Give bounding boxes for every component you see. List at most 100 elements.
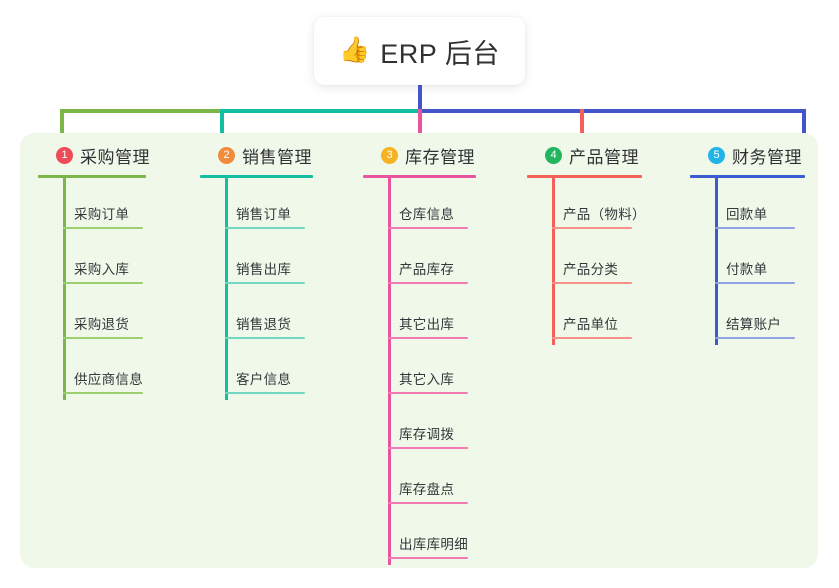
bus-blue bbox=[420, 109, 806, 113]
category-header-product[interactable]: 4 产品管理 bbox=[527, 140, 642, 170]
category-item[interactable]: 库存调拨 bbox=[363, 398, 476, 453]
bus-teal bbox=[220, 109, 420, 113]
category-item[interactable]: 回款单 bbox=[690, 178, 805, 233]
category-underline bbox=[527, 175, 642, 178]
category-item-underline bbox=[388, 392, 468, 394]
category-item-underline bbox=[388, 227, 468, 229]
category-item-underline bbox=[388, 557, 468, 559]
drop-4 bbox=[580, 109, 584, 140]
category-item[interactable]: 客户信息 bbox=[200, 343, 313, 398]
category-item-label: 产品分类 bbox=[563, 262, 619, 277]
root-stem-connector bbox=[418, 85, 422, 111]
category-item-underline bbox=[225, 392, 305, 394]
category-header-finance[interactable]: 5 财务管理 bbox=[690, 140, 805, 170]
category-item[interactable]: 产品单位 bbox=[527, 288, 642, 343]
category-item-label: 其它出库 bbox=[399, 317, 455, 332]
category-title: 产品管理 bbox=[569, 147, 639, 167]
category-item-label: 库存调拨 bbox=[399, 427, 455, 442]
category-item-label: 销售订单 bbox=[236, 207, 292, 222]
drop-2 bbox=[220, 109, 224, 140]
drop-5 bbox=[802, 109, 806, 140]
category-items-inventory: 仓库信息产品库存其它出库其它入库库存调拨库存盘点出库库明细 bbox=[363, 178, 476, 565]
category-item-underline bbox=[388, 282, 468, 284]
category-item-label: 采购入库 bbox=[74, 262, 130, 277]
category-item-label: 产品库存 bbox=[399, 262, 455, 277]
category-column-product: 4 产品管理产品（物料） 产品分类产品单位 bbox=[527, 140, 646, 345]
category-item[interactable]: 库存盘点 bbox=[363, 453, 476, 508]
category-item[interactable]: 采购订单 bbox=[38, 178, 150, 233]
category-number-badge: 2 bbox=[218, 146, 235, 164]
category-item-underline bbox=[715, 282, 795, 284]
category-items-purchase: 采购订单采购入库采购退货供应商信息 bbox=[38, 178, 150, 400]
category-item-underline bbox=[63, 337, 143, 339]
category-item[interactable]: 出库库明细 bbox=[363, 508, 476, 563]
categories-panel bbox=[20, 133, 818, 568]
category-item-label: 采购订单 bbox=[74, 207, 130, 222]
category-item-label: 客户信息 bbox=[236, 372, 292, 387]
category-item-underline bbox=[552, 227, 632, 229]
category-item-underline bbox=[715, 227, 795, 229]
category-item-label: 付款单 bbox=[726, 262, 768, 277]
category-item-underline bbox=[388, 502, 468, 504]
category-item-label: 采购退货 bbox=[74, 317, 130, 332]
root-node-content: 👍 ERP 后台 bbox=[339, 32, 500, 71]
category-item-label: 库存盘点 bbox=[399, 482, 455, 497]
category-underline bbox=[363, 175, 476, 178]
category-column-sales: 2 销售管理销售订单销售出库销售退货客户信息 bbox=[200, 140, 313, 400]
category-item-underline bbox=[63, 227, 143, 229]
category-number-badge: 5 bbox=[708, 146, 725, 164]
category-item[interactable]: 产品分类 bbox=[527, 233, 642, 288]
category-items-finance: 回款单付款单结算账户 bbox=[690, 178, 805, 345]
drop-1 bbox=[60, 109, 64, 140]
category-spine bbox=[63, 178, 66, 400]
category-item[interactable]: 仓库信息 bbox=[363, 178, 476, 233]
category-spine bbox=[552, 178, 555, 345]
category-item[interactable]: 采购退货 bbox=[38, 288, 150, 343]
category-spine bbox=[388, 178, 391, 565]
category-item[interactable]: 其它入库 bbox=[363, 343, 476, 398]
thumbs-up-icon: 👍 bbox=[339, 35, 371, 64]
bus-green bbox=[60, 109, 220, 113]
category-item-underline bbox=[388, 447, 468, 449]
category-item[interactable]: 付款单 bbox=[690, 233, 805, 288]
category-header-sales[interactable]: 2 销售管理 bbox=[200, 140, 313, 170]
category-item-underline bbox=[225, 227, 305, 229]
category-item-label: 供应商信息 bbox=[74, 372, 143, 387]
category-item[interactable]: 供应商信息 bbox=[38, 343, 150, 398]
category-item-underline bbox=[552, 337, 632, 339]
category-title: 采购管理 bbox=[80, 147, 150, 167]
category-underline bbox=[690, 175, 805, 178]
category-item[interactable]: 销售订单 bbox=[200, 178, 313, 233]
category-item-underline bbox=[388, 337, 468, 339]
category-item-underline bbox=[225, 282, 305, 284]
category-number-badge: 3 bbox=[381, 146, 398, 164]
category-item[interactable]: 其它出库 bbox=[363, 288, 476, 343]
category-item[interactable]: 采购入库 bbox=[38, 233, 150, 288]
category-underline bbox=[38, 175, 146, 178]
category-spine bbox=[225, 178, 228, 400]
category-item-underline bbox=[63, 392, 143, 394]
category-spine bbox=[715, 178, 718, 345]
category-item-underline bbox=[715, 337, 795, 339]
category-item[interactable]: 产品（物料） bbox=[527, 178, 646, 233]
category-item[interactable]: 结算账户 bbox=[690, 288, 805, 343]
category-item-label: 结算账户 bbox=[726, 317, 782, 332]
category-item-label: 仓库信息 bbox=[399, 207, 455, 222]
drop-3 bbox=[418, 109, 422, 140]
category-title: 财务管理 bbox=[732, 147, 802, 167]
category-items-sales: 销售订单销售出库销售退货客户信息 bbox=[200, 178, 313, 400]
category-item[interactable]: 产品库存 bbox=[363, 233, 476, 288]
category-items-product: 产品（物料） 产品分类产品单位 bbox=[527, 178, 646, 345]
category-item-underline bbox=[225, 337, 305, 339]
category-number-badge: 4 bbox=[545, 146, 562, 164]
category-item[interactable]: 销售出库 bbox=[200, 233, 313, 288]
root-node-title: ERP 后台 bbox=[380, 38, 500, 69]
category-item[interactable]: 销售退货 bbox=[200, 288, 313, 343]
category-item-underline bbox=[552, 282, 632, 284]
root-node-card[interactable]: 👍 ERP 后台 bbox=[314, 17, 525, 85]
category-title: 销售管理 bbox=[242, 147, 312, 167]
